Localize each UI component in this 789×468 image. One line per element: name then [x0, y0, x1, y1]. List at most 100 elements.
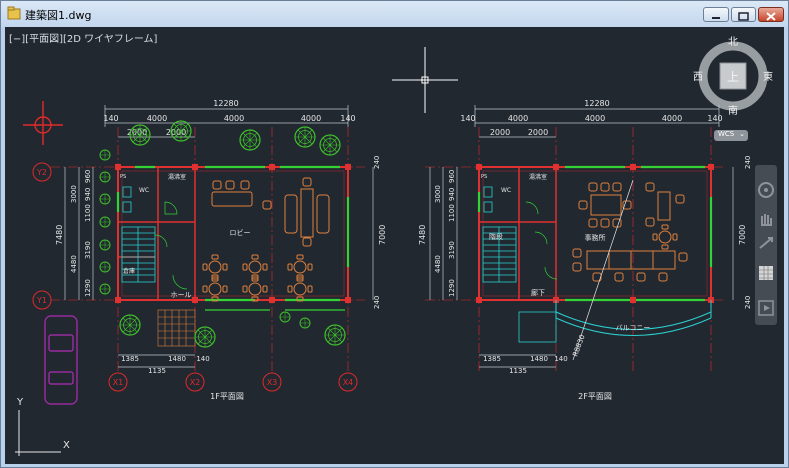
dim-radius: R8830	[571, 334, 586, 358]
dim-left-sub-0: 3000	[70, 185, 78, 203]
plan-2f-title: 2F平面図	[578, 392, 612, 401]
dim-top-0: 140	[103, 114, 118, 123]
room-hall: ホール	[171, 291, 192, 299]
axis-y1: Y1	[36, 296, 47, 305]
navigation-bar[interactable]	[755, 165, 777, 325]
dim-left-sub-4: 3190	[84, 241, 92, 259]
dim2-bottom-3: 1135	[509, 367, 527, 375]
dim-overall: 12280	[213, 99, 238, 108]
floor-plan-2f[interactable]: 12280 140 4000 4000 4000 140 2000 2000	[418, 99, 752, 401]
dim-top-4: 140	[340, 114, 355, 123]
close-button[interactable]	[758, 7, 784, 22]
dim2-bottom-1: 1480	[530, 355, 548, 363]
close-icon	[766, 12, 776, 21]
viewcube-top-label: 上	[727, 70, 739, 84]
dim-left-sub-5: 4480	[70, 255, 78, 273]
orbit-icon[interactable]	[755, 263, 777, 283]
dim2-left-sub-4: 3190	[448, 241, 456, 259]
dim2-bottom-0: 1385	[483, 355, 501, 363]
dim-top-sub-1: 2000	[166, 128, 186, 137]
dim2-left-total: 7480	[418, 225, 427, 245]
zoom-icon[interactable]	[755, 233, 777, 253]
dim2-right-2: 240	[744, 296, 752, 309]
dim-top-2: 4000	[224, 114, 244, 123]
room-sink: 湯沸室	[168, 173, 186, 181]
wcs-dropdown[interactable]: WCS ⌄	[714, 130, 748, 141]
dim-bottom-2: 140	[196, 355, 209, 363]
maximize-icon	[738, 12, 749, 21]
room-ps: PS	[120, 174, 126, 180]
dim-left-sub-6: 1290	[84, 279, 92, 297]
dim2-left-sub-5: 4480	[434, 255, 442, 273]
minimize-button[interactable]	[703, 7, 729, 22]
room-balcony: バルコニー	[616, 324, 651, 332]
dim2-left-sub-2: 940	[448, 188, 456, 201]
dim-left-total: 7480	[55, 225, 64, 245]
dim2-top-2: 4000	[585, 114, 605, 123]
drawing-viewport[interactable]: [−][平面図][2D ワイヤフレーム]	[5, 27, 784, 464]
dim2-right-0: 240	[744, 156, 752, 169]
pan-icon[interactable]	[755, 209, 777, 229]
dim-top-sub-0: 2000	[127, 128, 147, 137]
compass-south[interactable]: 南	[728, 104, 738, 117]
room-toilet: WC	[139, 187, 149, 194]
axis-x2: X2	[190, 378, 201, 387]
dim2-overall: 12280	[584, 99, 609, 108]
dim2-bottom-2: 140	[554, 355, 567, 363]
dim-top-3: 4000	[301, 114, 321, 123]
dim-bottom-0: 1385	[121, 355, 139, 363]
dim-left-sub-3: 1100	[84, 204, 92, 222]
axis-x4: X4	[343, 378, 354, 387]
ucs-y-label: Y	[16, 397, 24, 408]
dim-right-2: 240	[373, 296, 381, 309]
steering-wheel-icon[interactable]	[755, 179, 777, 201]
dim2-top-0: 140	[460, 114, 475, 123]
title-bar[interactable]: 建築図1.dwg	[1, 1, 788, 27]
room2-sink: 湯沸室	[529, 173, 547, 181]
room2-ps: PS	[481, 174, 487, 180]
dim2-right-1: 7000	[738, 225, 747, 245]
dim-left-sub-2: 940	[84, 188, 92, 201]
car-symbol	[44, 315, 78, 405]
osnap-marker-icon	[23, 101, 63, 145]
room-office: 事務所	[585, 233, 606, 242]
compass-north[interactable]: 北	[728, 36, 738, 48]
showmotion-icon[interactable]	[755, 297, 777, 319]
viewport-controls-label[interactable]: [−][平面図][2D ワイヤフレーム]	[9, 34, 158, 45]
compass-east[interactable]: 東	[763, 70, 773, 83]
floor-plan-1f[interactable]: 12280 140 4000 4000 4000 140 2000 2000	[32, 99, 387, 401]
crosshair-cursor	[392, 47, 458, 113]
axis-x3: X3	[267, 378, 278, 387]
room-lobby: ロビー	[230, 228, 251, 237]
dim-bottom-1: 1480	[168, 355, 186, 363]
viewcube[interactable]: 上 北 南 西 東	[693, 33, 773, 123]
dim2-left-sub-1: 960	[448, 170, 456, 183]
ucs-x-label: X	[63, 440, 70, 451]
minimize-icon	[712, 17, 720, 19]
dim-left-sub-1: 960	[84, 170, 92, 183]
maximize-button[interactable]	[731, 7, 756, 22]
plan-1f-title: 1F平面図	[210, 392, 244, 401]
wcs-label: WCS	[718, 130, 735, 138]
dim-bottom-3: 1135	[148, 367, 166, 375]
chevron-down-icon: ⌄	[739, 130, 745, 138]
room-corridor: 廊下	[531, 288, 545, 297]
viewcube-top-face[interactable]	[719, 62, 747, 90]
room-storage: 倉庫	[123, 267, 135, 275]
compass-west[interactable]: 西	[693, 72, 703, 83]
window-title: 建築図1.dwg	[25, 9, 92, 22]
room2-toilet: WC	[501, 187, 511, 194]
ucs-icon[interactable]	[15, 410, 61, 456]
dim2-left-sub-6: 1290	[448, 279, 456, 297]
dwg-file-icon	[7, 6, 21, 20]
dim-right-1: 7000	[378, 225, 387, 245]
axis-y2: Y2	[36, 168, 47, 177]
dim-top-1: 4000	[147, 114, 167, 123]
dim2-left-sub-3: 1100	[448, 204, 456, 222]
dim2-top-sub-0: 2000	[490, 128, 510, 137]
dim2-left-sub-0: 3000	[434, 185, 442, 203]
dim2-top-1: 4000	[508, 114, 528, 123]
dim2-top-sub-1: 2000	[528, 128, 548, 137]
dim-right-0: 240	[373, 156, 381, 169]
